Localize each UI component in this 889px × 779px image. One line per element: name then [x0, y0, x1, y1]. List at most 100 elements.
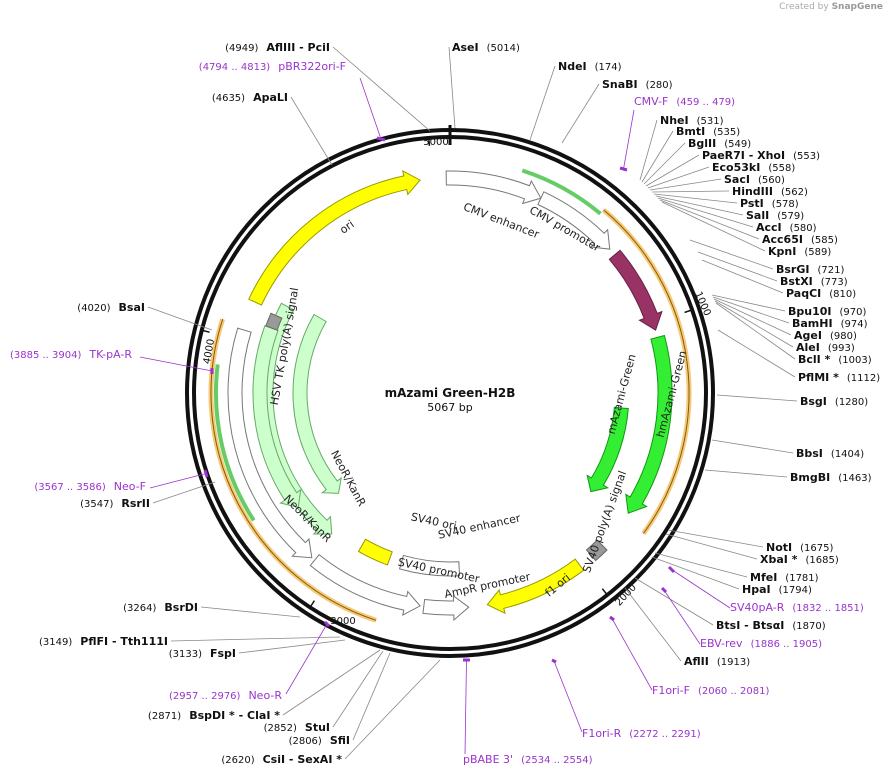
enzyme-label[interactable]: BbsI(1404) — [796, 447, 864, 460]
enzyme-label[interactable]: SnaBI(280) — [602, 78, 673, 91]
enzyme-label[interactable]: HpaI(1794) — [742, 583, 812, 596]
enzyme-leader — [717, 329, 796, 378]
enzyme-label[interactable]: SalI(579) — [746, 209, 804, 222]
feature-hmazami-green — [625, 334, 673, 514]
enzyme-label[interactable]: Eco53kI(558) — [712, 161, 795, 174]
feature-ori — [248, 170, 421, 306]
enzyme-leader — [529, 65, 556, 141]
enzyme-leader — [701, 259, 784, 294]
enzyme-label[interactable]: Acc65I(585) — [762, 233, 838, 246]
enzyme-label[interactable]: (4635)ApaLI — [212, 91, 288, 104]
primer-label[interactable]: F1ori-F(2060 .. 2081) — [652, 684, 769, 697]
tick-mark — [684, 309, 693, 314]
enzyme-label[interactable]: BmgBI(1463) — [790, 471, 872, 484]
primer-arc-neo — [214, 364, 256, 522]
primer-label[interactable]: F1ori-R(2272 .. 2291) — [582, 727, 701, 740]
enzyme-label[interactable]: Bpu10I(970) — [788, 305, 867, 318]
tick-label: 5000 — [423, 137, 448, 148]
plasmid-length: 5067 bp — [427, 401, 472, 414]
primer-label[interactable]: SV40pA-R(1832 .. 1851) — [730, 601, 864, 614]
enzyme-leader — [665, 533, 758, 560]
enzyme-label[interactable]: BamHI(974) — [792, 317, 868, 330]
enzyme-label[interactable]: (2852)StuI — [264, 721, 330, 734]
enzyme-label[interactable]: PaqCI(810) — [786, 287, 856, 300]
enzyme-label[interactable]: BtsI - BtsαI(1870) — [716, 619, 826, 632]
primer-label[interactable]: (3885 .. 3904)TK-pA-R — [10, 348, 132, 361]
enzyme-label[interactable]: (2871)BspDI * - ClaI * — [148, 709, 280, 722]
feature-label: SV40 promoter — [397, 556, 481, 586]
enzyme-label[interactable]: BmtI(535) — [676, 125, 740, 138]
snapgene-logo: SnapGene — [831, 2, 883, 12]
enzyme-label[interactable]: (4949)AflIII - PciI — [225, 41, 330, 54]
enzyme-label[interactable]: BsrGI(721) — [776, 263, 844, 276]
enzyme-label[interactable]: AleI(993) — [796, 341, 855, 354]
enzyme-leader — [713, 298, 792, 336]
enzyme-leader — [654, 552, 748, 578]
enzyme-leader — [712, 296, 790, 324]
enzyme-leader — [624, 587, 682, 662]
feature-mazami-green — [586, 406, 629, 493]
feature-label: CMV enhancer — [462, 200, 542, 241]
enzyme-label[interactable]: SacI(560) — [724, 173, 785, 186]
enzyme-leader — [332, 46, 431, 132]
primer-leader — [149, 473, 207, 489]
enzyme-label[interactable]: PaeR7I - XhoI(553) — [702, 149, 820, 162]
enzyme-leader — [661, 201, 766, 252]
enzyme-label[interactable]: (3133)FspI — [169, 647, 236, 660]
enzyme-leader — [711, 294, 786, 312]
enzyme-leader — [689, 239, 774, 270]
primer-leader — [464, 659, 467, 755]
enzyme-label[interactable]: AgeI(980) — [794, 329, 857, 342]
enzyme-leader — [561, 83, 600, 144]
enzyme-leader — [651, 190, 730, 193]
enzyme-label[interactable]: (4020)BsaI — [77, 301, 145, 314]
enzyme-label[interactable]: NheI(531) — [660, 114, 724, 127]
enzyme-label[interactable]: BclI *(1003) — [798, 353, 872, 366]
enzyme-leader — [282, 649, 381, 716]
enzyme-label[interactable]: (2806)SfiI — [289, 734, 350, 747]
primer-label[interactable]: (3567 .. 3586)Neo-F — [34, 480, 146, 493]
enzyme-leader — [352, 652, 391, 741]
enzyme-label[interactable]: NotI(1675) — [766, 541, 833, 554]
enzyme-leader — [714, 300, 794, 348]
enzyme-leader — [704, 469, 788, 478]
primer-leader — [359, 77, 382, 140]
enzyme-leader — [659, 199, 760, 240]
primer-label[interactable]: (2957 .. 2976)Neo-R — [169, 689, 282, 702]
enzyme-leader — [238, 639, 346, 654]
enzyme-label[interactable]: HindIII(562) — [732, 185, 808, 198]
primer-label[interactable]: EBV-rev(1886 .. 1905) — [700, 637, 822, 650]
enzyme-label[interactable]: (3149)PflFI - Tth111I — [39, 635, 168, 648]
enzyme-leader — [667, 529, 764, 548]
enzyme-leader — [170, 636, 341, 642]
enzyme-label[interactable]: (2620)CsiI - SexAI * — [221, 753, 342, 766]
enzyme-label[interactable]: PflMI *(1112) — [798, 371, 880, 384]
enzyme-label[interactable]: AccI(580) — [756, 221, 817, 234]
primer-label[interactable]: pBABE 3'(2534 .. 2554) — [463, 753, 593, 766]
feature-hidden-base — [227, 327, 313, 559]
feature-hsv-tk-polya — [265, 312, 283, 331]
primer-label[interactable]: CMV-F(459 .. 479) — [634, 95, 735, 108]
enzyme-label[interactable]: BstXI(773) — [780, 275, 848, 288]
enzyme-label[interactable]: KpnI(589) — [768, 245, 831, 258]
enzyme-label[interactable]: (3547)RsrII — [80, 497, 150, 510]
enzyme-label[interactable]: PstI(578) — [740, 197, 799, 210]
snapgene-credit: Created by SnapGene — [779, 2, 883, 12]
enzyme-leader — [290, 96, 333, 166]
primer-label[interactable]: (4794 .. 4813)pBR322ori-F — [199, 60, 346, 73]
enzyme-leader — [332, 650, 384, 728]
enzyme-label[interactable]: AseI(5014) — [452, 41, 520, 54]
primer-leader — [611, 618, 653, 691]
enzyme-label[interactable]: MfeI(1781) — [750, 571, 819, 584]
enzyme-label[interactable]: AflII(1913) — [684, 655, 750, 668]
enzyme-leader — [448, 46, 456, 129]
enzyme-label[interactable]: (3264)BsrDI — [123, 601, 198, 614]
enzyme-label[interactable]: BglII(549) — [688, 137, 751, 150]
enzyme-label[interactable]: BsgI(1280) — [800, 395, 868, 408]
tick-mark — [201, 329, 210, 333]
feature-neor-kanr-inner — [252, 324, 302, 508]
enzyme-leader — [649, 178, 722, 191]
enzyme-label[interactable]: XbaI *(1685) — [760, 553, 839, 566]
enzyme-label[interactable]: NdeI(174) — [558, 60, 622, 73]
